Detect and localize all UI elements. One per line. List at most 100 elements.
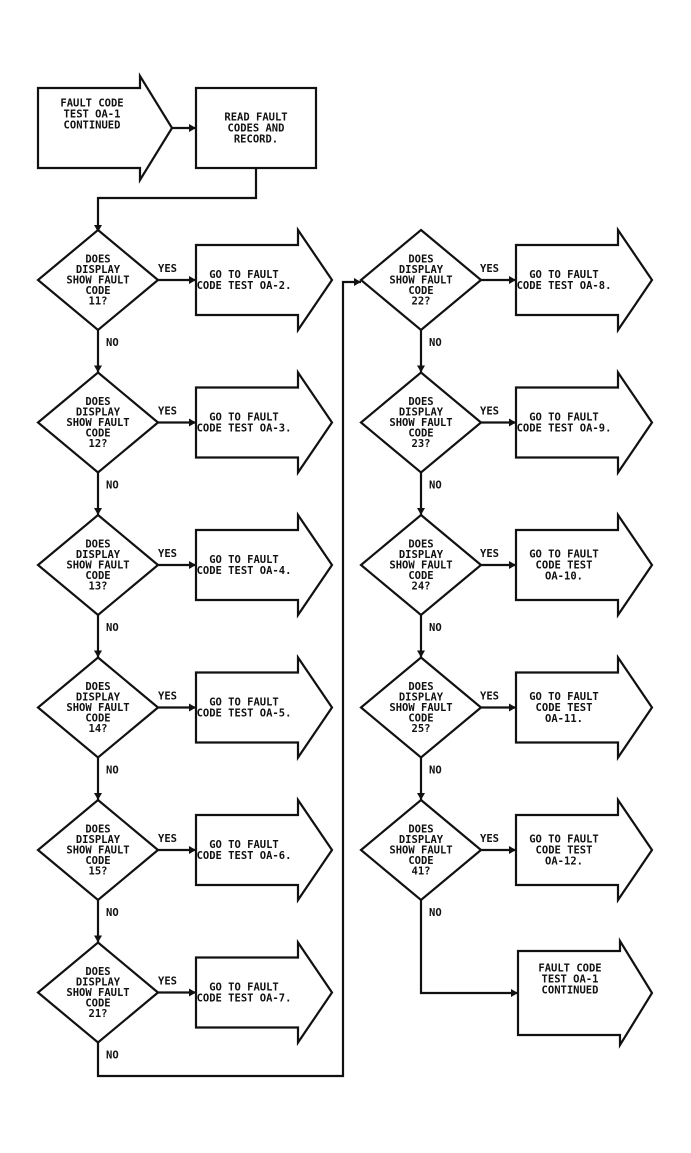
decision-question: DOES bbox=[408, 396, 433, 408]
no-label: NO bbox=[106, 337, 119, 349]
read-fault-codes-text: CODES AND bbox=[228, 123, 285, 135]
flow-arrowhead bbox=[189, 846, 196, 854]
decision-question: DISPLAY bbox=[76, 977, 121, 989]
decision-question: 14? bbox=[89, 723, 108, 735]
decision-question: DOES bbox=[408, 539, 433, 551]
read-fault-codes-box bbox=[194, 86, 318, 170]
decision-question: SHOW FAULT bbox=[66, 702, 129, 714]
flow-arrowhead bbox=[417, 365, 425, 373]
go-to-test-text: CODE TEST OA-8. bbox=[517, 280, 612, 292]
decision-question: DISPLAY bbox=[76, 692, 121, 704]
no-label: NO bbox=[106, 1050, 119, 1062]
go-to-test-text: GO TO FAULT bbox=[209, 982, 279, 994]
start-connector-text: TEST OA-1 bbox=[64, 109, 121, 121]
decision-question: CODE bbox=[85, 570, 110, 582]
go-to-test-text: GO TO FAULT bbox=[209, 269, 279, 281]
decision-question: 11? bbox=[89, 296, 108, 308]
decision-question: DISPLAY bbox=[399, 407, 444, 419]
end-connector-text: FAULT CODE bbox=[538, 963, 601, 975]
decision-question: 23? bbox=[412, 438, 431, 450]
flow-arrowhead bbox=[94, 508, 102, 515]
flow-arrowhead bbox=[509, 561, 516, 569]
go-to-test-box bbox=[194, 226, 334, 334]
go-to-test-text: OA-10. bbox=[545, 571, 583, 583]
decision-diamond bbox=[36, 941, 160, 1044]
no-flow-line bbox=[419, 900, 518, 995]
start-connector-box bbox=[36, 72, 174, 184]
read-fault-codes-text: READ FAULT bbox=[224, 112, 287, 124]
decision-question: 25? bbox=[412, 723, 431, 735]
decision-question: SHOW FAULT bbox=[66, 987, 129, 999]
flow-arrowhead bbox=[94, 365, 102, 373]
decision-question: CODE bbox=[85, 855, 110, 867]
decision-diamond bbox=[359, 656, 483, 759]
flow-arrowhead bbox=[189, 276, 196, 284]
yes-label: YES bbox=[158, 263, 177, 275]
decision-question: DISPLAY bbox=[399, 692, 444, 704]
decision-question: SHOW FAULT bbox=[66, 275, 129, 287]
decision-question: 24? bbox=[412, 581, 431, 593]
go-to-test-box bbox=[514, 368, 654, 477]
no-label: NO bbox=[429, 622, 442, 634]
decision-question: SHOW FAULT bbox=[66, 845, 129, 857]
decision-question: 22? bbox=[412, 296, 431, 308]
decision-diamond bbox=[359, 798, 483, 902]
decision-question: DOES bbox=[408, 254, 433, 266]
go-to-test-text: CODE TEST bbox=[536, 702, 593, 714]
no-label: NO bbox=[429, 337, 442, 349]
go-to-test-text: CODE TEST bbox=[536, 845, 593, 857]
go-to-test-text: GO TO FAULT bbox=[209, 839, 279, 851]
go-to-test-box bbox=[194, 511, 334, 619]
go-to-test-text: CODE TEST OA-5. bbox=[197, 708, 292, 720]
flow-arrowhead bbox=[509, 703, 516, 712]
flow-arrowhead bbox=[94, 793, 102, 800]
go-to-test-text: GO TO FAULT bbox=[209, 412, 279, 424]
decision-question: DOES bbox=[408, 824, 433, 836]
flow-arrowhead bbox=[94, 935, 102, 943]
flow-arrowhead bbox=[509, 418, 516, 427]
no-label: NO bbox=[429, 480, 442, 492]
go-to-test-text: GO TO FAULT bbox=[529, 412, 599, 424]
flow-arrowhead bbox=[189, 703, 196, 712]
go-to-test-box bbox=[514, 511, 654, 619]
decision-question: DOES bbox=[85, 539, 110, 551]
decision-question: 21? bbox=[89, 1008, 108, 1020]
flow-arrowhead bbox=[417, 650, 425, 658]
decision-question: 15? bbox=[89, 866, 108, 878]
go-to-test-box bbox=[514, 226, 654, 334]
no-label: NO bbox=[429, 907, 442, 919]
go-to-test-box bbox=[514, 653, 654, 762]
no-flow-line bbox=[96, 280, 361, 1078]
go-to-test-text: CODE TEST OA-2. bbox=[197, 280, 292, 292]
flow-arrowhead bbox=[511, 989, 518, 997]
flow-arrowhead bbox=[189, 988, 196, 997]
yes-label: YES bbox=[158, 548, 177, 560]
decision-question: CODE bbox=[408, 855, 433, 867]
read-fault-codes-text: RECORD. bbox=[234, 134, 278, 146]
decision-question: DOES bbox=[85, 824, 110, 836]
decision-diamond bbox=[36, 228, 160, 332]
decision-question: CODE bbox=[85, 998, 110, 1010]
yes-label: YES bbox=[480, 263, 499, 275]
flow-arrowhead bbox=[417, 508, 425, 515]
decision-question: DISPLAY bbox=[76, 264, 121, 276]
go-to-test-box bbox=[194, 796, 334, 904]
decision-question: DOES bbox=[85, 966, 110, 978]
decision-question: DOES bbox=[85, 681, 110, 693]
decision-question: 13? bbox=[89, 581, 108, 593]
go-to-test-text: CODE TEST OA-7. bbox=[197, 993, 292, 1005]
yes-label: YES bbox=[480, 406, 499, 418]
flow-connectors bbox=[94, 124, 518, 1078]
decision-question: CODE bbox=[85, 713, 110, 725]
decision-question: SHOW FAULT bbox=[389, 702, 452, 714]
flow-arrowhead bbox=[417, 793, 425, 800]
flow-line bbox=[96, 168, 258, 232]
yes-label: YES bbox=[480, 548, 499, 560]
go-to-test-box bbox=[194, 368, 334, 477]
yes-label: YES bbox=[158, 833, 177, 845]
decision-question: DOES bbox=[85, 396, 110, 408]
decision-diamond bbox=[36, 798, 160, 902]
decision-diamond bbox=[36, 656, 160, 759]
end-connector-box bbox=[516, 937, 654, 1049]
